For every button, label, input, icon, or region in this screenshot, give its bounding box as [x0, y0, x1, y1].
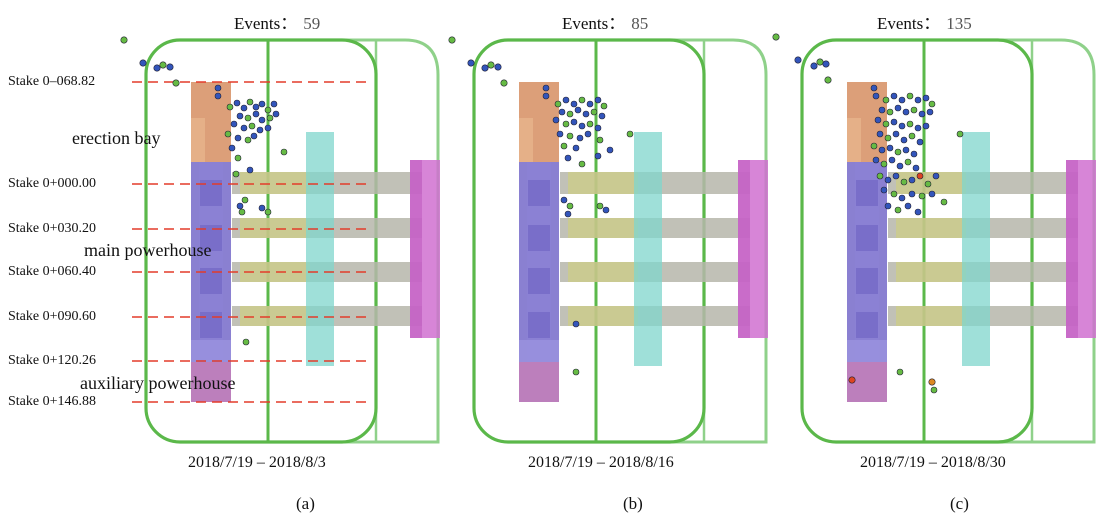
events-label: Events：: [877, 14, 941, 33]
caption-b: (b): [623, 494, 643, 513]
stake-label-1: Stake 0+000.00: [8, 176, 96, 191]
caption-a: (a): [296, 494, 315, 513]
zone-label-auxiliary-powerhouse: auxiliary powerhouse: [80, 373, 236, 393]
date-range-b: 2018/7/19 – 2018/8/16: [528, 454, 674, 471]
date-range-c: 2018/7/19 – 2018/8/30: [860, 454, 1006, 471]
zone-label-main-powerhouse: main powerhouse: [84, 240, 212, 260]
events-count: 135: [946, 14, 972, 33]
events-panel-c: [772, 33, 964, 394]
stake-label-2: Stake 0+030.20: [8, 221, 96, 236]
caption-c: (c): [950, 494, 969, 513]
stake-lines: [132, 81, 372, 403]
stake-label-0: Stake 0–068.82: [8, 74, 96, 89]
events-panel-a: [120, 36, 288, 346]
events-label: Events：: [234, 14, 298, 33]
date-range-a: 2018/7/19 – 2018/8/3: [188, 454, 326, 471]
events-count: 59: [303, 14, 321, 33]
events-header-a: Events： 59: [234, 9, 320, 34]
events-panel-b: [448, 36, 634, 376]
stake-label-5: Stake 0+120.26: [8, 353, 96, 368]
events-header-b: Events： 85: [562, 9, 648, 34]
events-label: Events：: [562, 14, 626, 33]
stake-label-3: Stake 0+060.40: [8, 264, 96, 279]
stake-label-6: Stake 0+146.88: [8, 394, 96, 409]
stake-label-4: Stake 0+090.60: [8, 309, 96, 324]
events-header-c: Events： 135: [877, 9, 972, 34]
events-count: 85: [631, 14, 649, 33]
zone-label-erection-bay: erection bay: [72, 128, 161, 148]
